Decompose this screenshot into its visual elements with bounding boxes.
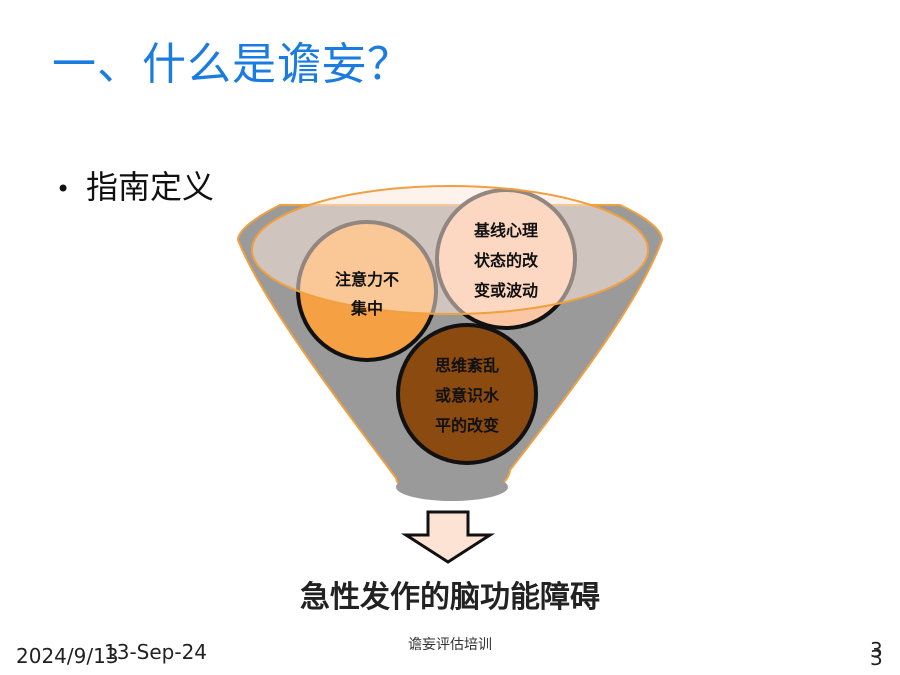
- footer-date-text: 13-Sep-24: [104, 640, 208, 664]
- circle-thinking: [396, 323, 538, 465]
- down-arrow-icon: [400, 510, 496, 564]
- result-text: 急性发作的脑功能障碍: [300, 580, 600, 615]
- circle-attention-line2: 集中: [350, 299, 383, 318]
- footer-center-text: 谵妄评估培训: [408, 637, 492, 653]
- footer-date-numeric: 2024/9/13: [16, 644, 119, 668]
- circle-baseline-line2: 状态的改: [474, 251, 539, 270]
- circle-thinking-line3: 平的改变: [435, 416, 499, 435]
- circle-baseline-line3: 变或波动: [474, 281, 538, 300]
- circle-thinking-line1: 思维紊乱: [435, 356, 499, 375]
- funnel-bottom: [396, 473, 508, 501]
- bullet-text: 指南定义: [86, 168, 215, 206]
- funnel-rim: [251, 185, 649, 315]
- slide-title: 一、什么是谵妄？: [52, 39, 412, 90]
- bullet-icon: •: [56, 175, 71, 203]
- page-number-b: 3: [870, 646, 883, 670]
- circle-thinking-line2: 或意识水: [435, 386, 500, 405]
- circle-attention-line1: 注意力不: [335, 270, 399, 289]
- circle-baseline-line1: 基线心理: [473, 221, 538, 240]
- page-number-a: 3: [870, 638, 883, 662]
- bullet-item: • 指南定义: [56, 162, 214, 208]
